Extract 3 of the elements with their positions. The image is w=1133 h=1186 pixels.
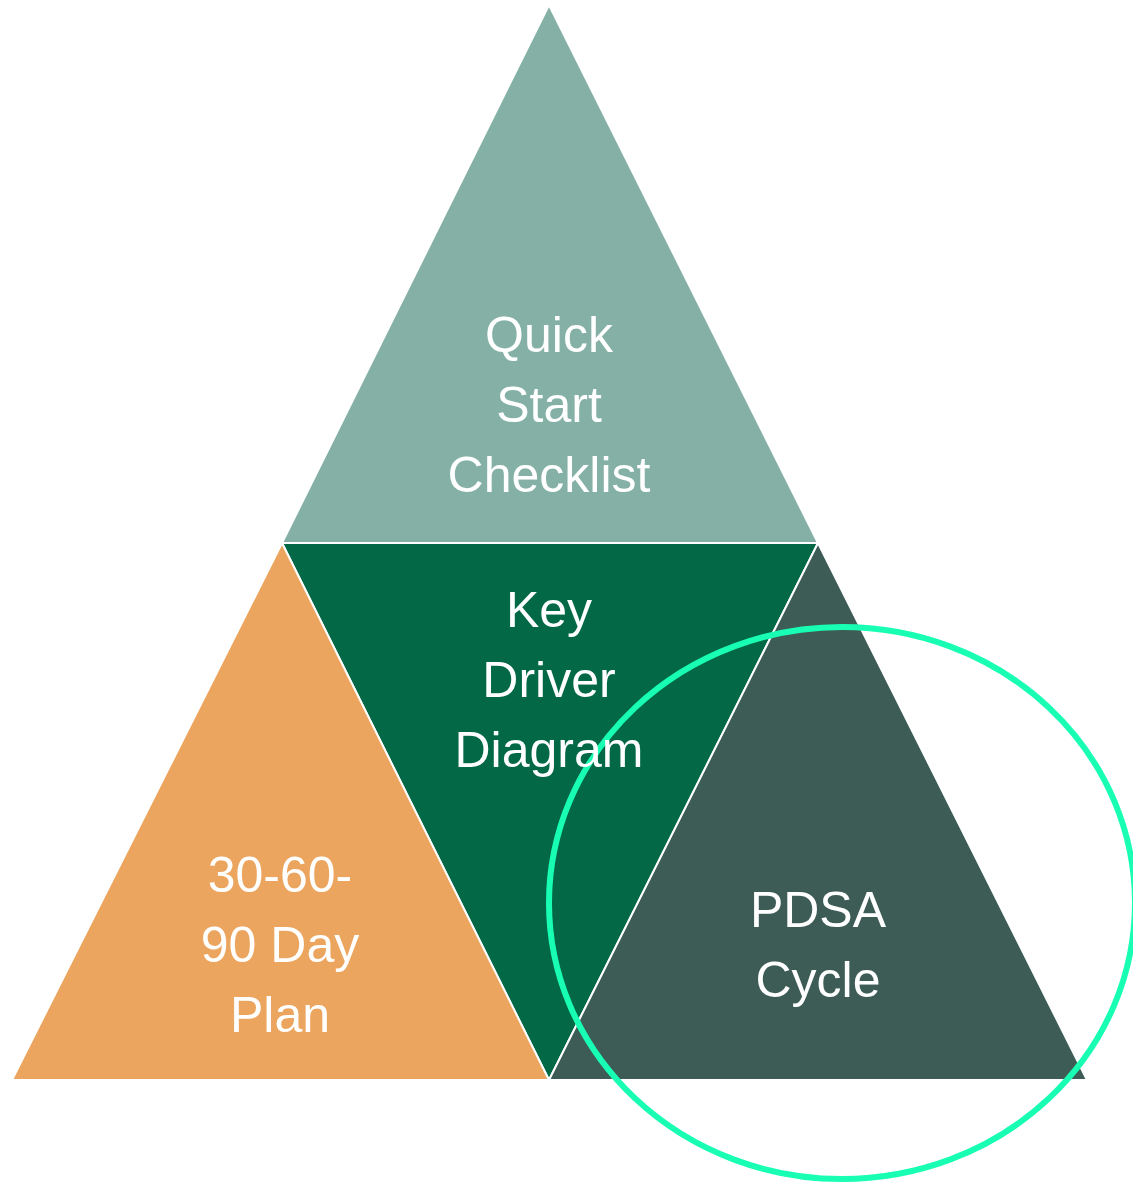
segment-label: Quick Start Checklist bbox=[446, 306, 652, 505]
segment-label: PDSA Cycle bbox=[748, 881, 888, 1010]
segment-label: 30-60-90 Day Plan bbox=[199, 846, 361, 1045]
